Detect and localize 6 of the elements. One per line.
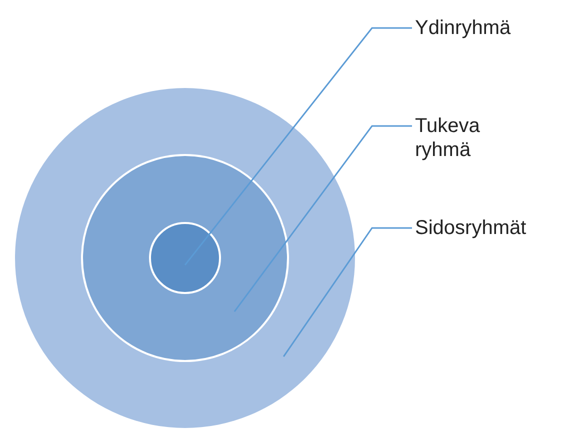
leader-line [184, 27, 412, 266]
group-label: Tukeva ryhmä [415, 114, 495, 162]
group-label: Sidosryhmät [415, 216, 575, 240]
leader-line [282, 227, 412, 358]
group-label: Ydinryhmä [415, 16, 565, 40]
leader-line [234, 125, 412, 312]
